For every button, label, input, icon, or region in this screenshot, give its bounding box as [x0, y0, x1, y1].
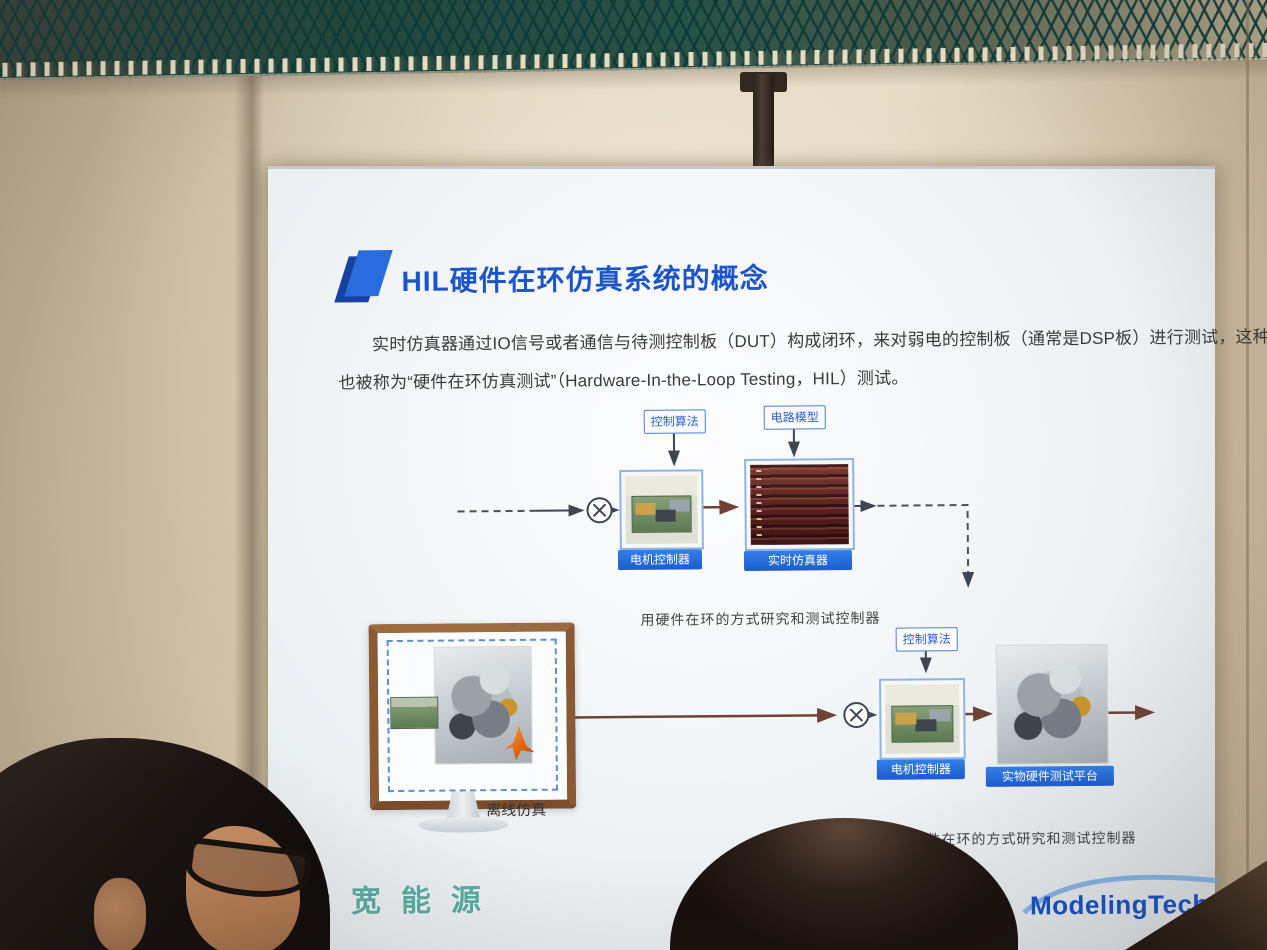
- slide: HIL硬件在环仿真系统的概念 实时仿真器通过IO信号或者通信与待测控制板（DUT…: [265, 165, 1267, 950]
- realtime-simulator-label: 实时仿真器: [743, 550, 853, 571]
- circuit-model-box: 电路模型: [763, 405, 826, 430]
- projector-screen-pole: [753, 74, 774, 172]
- wall-corner-right: [1246, 0, 1249, 950]
- pcb-board-art: [885, 684, 960, 754]
- diagram-hil-caption: 用硬件在环的方式研究和测试控制器: [640, 609, 881, 628]
- motor-controller-image: [619, 469, 704, 551]
- logo-swoosh-icon: [1022, 874, 1219, 915]
- motor-controller-label: 电机控制器: [617, 549, 703, 571]
- hardware-platform-label: 实物硬件测试平台: [985, 765, 1114, 787]
- summing-junction-icon: [843, 702, 870, 729]
- realtime-simulator-image: [744, 458, 855, 551]
- control-algo-box: 控制算法: [643, 409, 706, 434]
- projection-screen: HIL硬件在环仿真系统的概念 实时仿真器通过IO信号或者通信与待测控制板（DUT…: [268, 166, 1267, 950]
- rack-server-art: [750, 464, 849, 545]
- diagram-arrows: [457, 429, 1156, 729]
- yuankuan-energy-logo: 远宽能源: [300, 884, 502, 919]
- summing-junction-icon: [586, 497, 613, 524]
- control-algo-box-2: 控制算法: [895, 627, 958, 652]
- audience-ear: [94, 878, 146, 950]
- modelingtech-logo: ModelingTech: [1016, 861, 1232, 925]
- motor-controller-image-2: [879, 678, 966, 760]
- offline-sim-monitor: [368, 622, 577, 811]
- offline-sim-label: 离线仿真: [486, 801, 547, 820]
- pcb-board-art: [625, 475, 698, 545]
- engine-image: [995, 643, 1109, 765]
- pcb-board-mini: [390, 696, 439, 730]
- motor-controller-label-2: 电机控制器: [876, 759, 965, 780]
